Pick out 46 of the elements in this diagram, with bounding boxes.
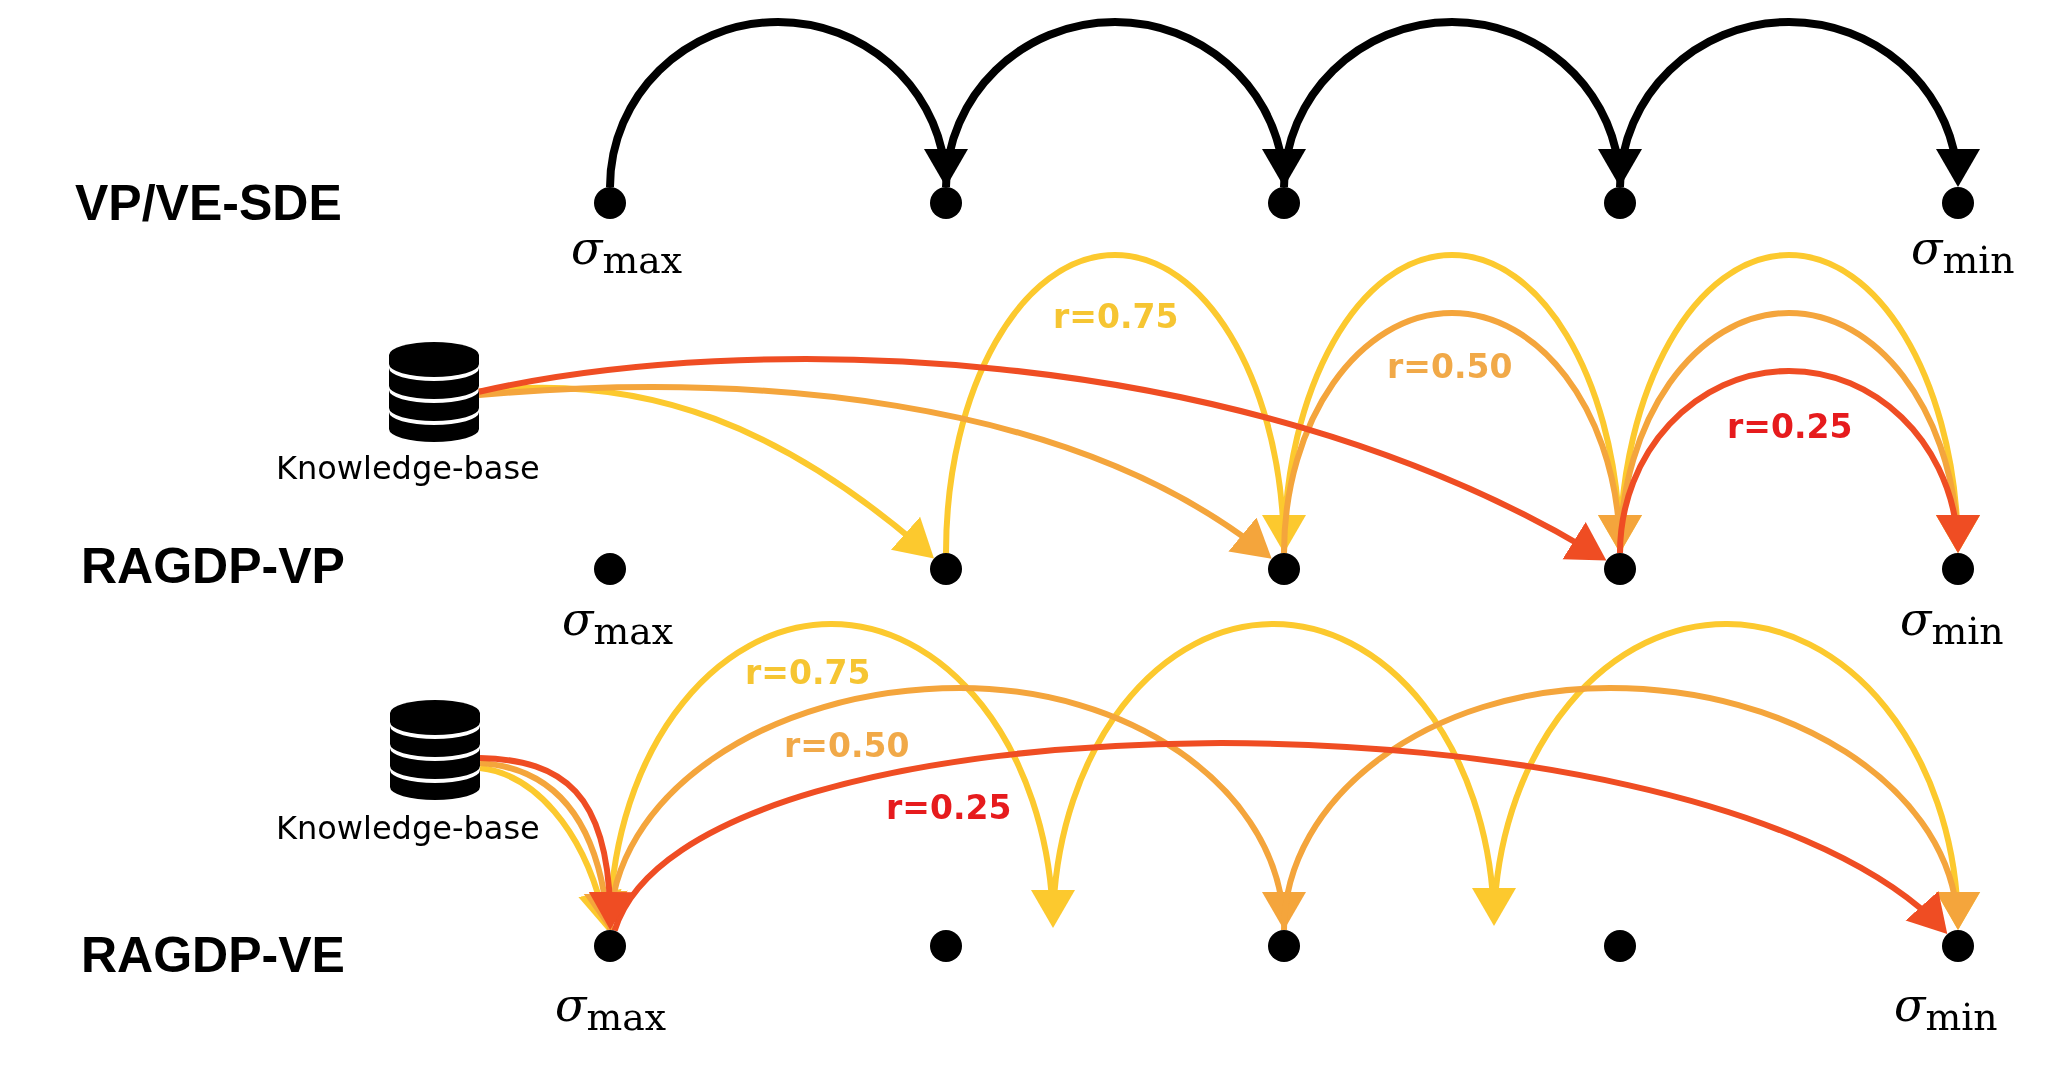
sigma-label: σ$_{max}$ bbox=[571, 220, 682, 279]
arrow bbox=[942, 18, 1304, 188]
node-caption: Knowledge-base bbox=[276, 452, 540, 484]
arrow bbox=[1281, 685, 1977, 931]
dot-icon bbox=[1942, 187, 1974, 219]
node-caption: Knowledge-base bbox=[276, 812, 540, 844]
sigma-label: σ$_{min}$ bbox=[1911, 220, 2015, 279]
dot-icon bbox=[930, 187, 962, 219]
dot-icon bbox=[1604, 187, 1636, 219]
dot-icon bbox=[1268, 187, 1300, 219]
arrow bbox=[478, 356, 1608, 564]
dot-icon bbox=[1268, 930, 1300, 962]
ratio-label: r=0.25 bbox=[1727, 410, 1853, 443]
ratio-label: r=0.50 bbox=[784, 729, 910, 762]
dot-icon bbox=[930, 553, 962, 585]
dot-icon bbox=[1604, 553, 1636, 585]
arrow bbox=[1280, 18, 1640, 188]
dot-icon bbox=[1268, 553, 1300, 585]
arrow bbox=[478, 384, 1274, 562]
dot-icon bbox=[594, 930, 626, 962]
arrow bbox=[943, 252, 1305, 554]
database-icon bbox=[390, 700, 480, 800]
dot-icon bbox=[594, 553, 626, 585]
ratio-label: r=0.75 bbox=[745, 656, 871, 689]
arrow bbox=[612, 740, 1950, 937]
dot-icon bbox=[594, 187, 626, 219]
arrow bbox=[1617, 368, 1978, 554]
dot-icon bbox=[930, 930, 962, 962]
ratio-label: r=0.75 bbox=[1053, 300, 1179, 333]
row-label: VP/VE-SDE bbox=[75, 178, 342, 228]
sigma-label: σ$_{min}$ bbox=[1900, 591, 2004, 650]
sigma-label: σ$_{max}$ bbox=[562, 591, 673, 650]
dot-icon bbox=[1942, 553, 1974, 585]
arrow bbox=[607, 685, 1303, 931]
row-label: RAGDP-VE bbox=[81, 930, 345, 980]
row-label: RAGDP-VP bbox=[81, 541, 345, 591]
ratio-label: r=0.50 bbox=[1387, 350, 1513, 383]
dot-icon bbox=[1604, 930, 1636, 962]
ratio-label: r=0.25 bbox=[886, 791, 1012, 824]
arrow bbox=[1281, 310, 1641, 554]
arrow bbox=[606, 18, 966, 188]
sigma-label: σ$_{max}$ bbox=[555, 977, 666, 1036]
dot-icon bbox=[1942, 930, 1974, 962]
arrow bbox=[1616, 18, 1978, 188]
sigma-label: σ$_{min}$ bbox=[1894, 977, 1998, 1036]
database-icon bbox=[389, 342, 479, 442]
